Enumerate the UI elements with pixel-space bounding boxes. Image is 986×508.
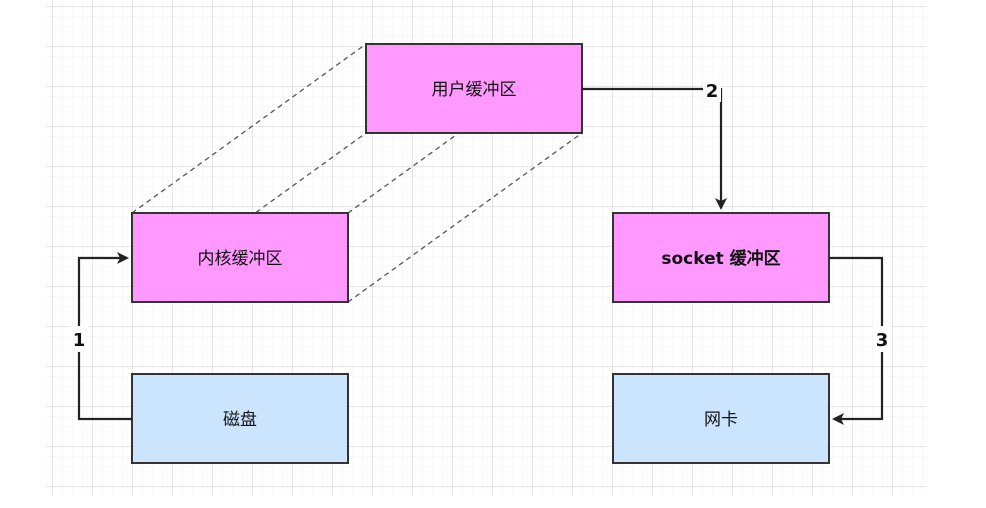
nic-node[interactable]: 网卡 bbox=[612, 373, 830, 464]
user-buffer-label: 用户缓冲区 bbox=[432, 80, 517, 100]
disk-node[interactable]: 磁盘 bbox=[131, 373, 349, 464]
edge-label-3: 3 bbox=[876, 330, 889, 351]
disk-label: 磁盘 bbox=[223, 410, 257, 430]
edge-disk-to-kernel[interactable]: 1 bbox=[70, 252, 132, 421]
edge-label-3-bg bbox=[873, 326, 891, 352]
socket-buffer-node[interactable]: socket 缓冲区 bbox=[612, 212, 830, 303]
nic-box[interactable] bbox=[612, 373, 830, 464]
kernel-buffer-box[interactable] bbox=[131, 212, 349, 303]
socket-buffer-box[interactable] bbox=[612, 212, 830, 303]
edge-user-to-socket-line[interactable] bbox=[582, 87, 727, 210]
nic-label: 网卡 bbox=[704, 410, 738, 430]
projection-line-bottom-right bbox=[347, 132, 583, 303]
user-buffer-node[interactable]: 用户缓冲区 bbox=[365, 43, 583, 134]
projection-line-top-left bbox=[131, 43, 367, 214]
edge-label-1: 1 bbox=[73, 330, 86, 351]
kernel-buffer-label: 内核缓冲区 bbox=[198, 249, 283, 269]
edge-label-2-bg bbox=[703, 78, 721, 102]
edge-user-to-socket[interactable]: 2 bbox=[582, 78, 727, 210]
edge-label-1-bg bbox=[70, 326, 88, 352]
edge-label-2: 2 bbox=[706, 81, 719, 102]
user-buffer-box[interactable] bbox=[365, 43, 583, 134]
edge-socket-to-nic[interactable]: 3 bbox=[829, 256, 891, 425]
kernel-buffer-node[interactable]: 内核缓冲区 bbox=[131, 212, 349, 303]
socket-buffer-label: socket 缓冲区 bbox=[661, 248, 780, 269]
